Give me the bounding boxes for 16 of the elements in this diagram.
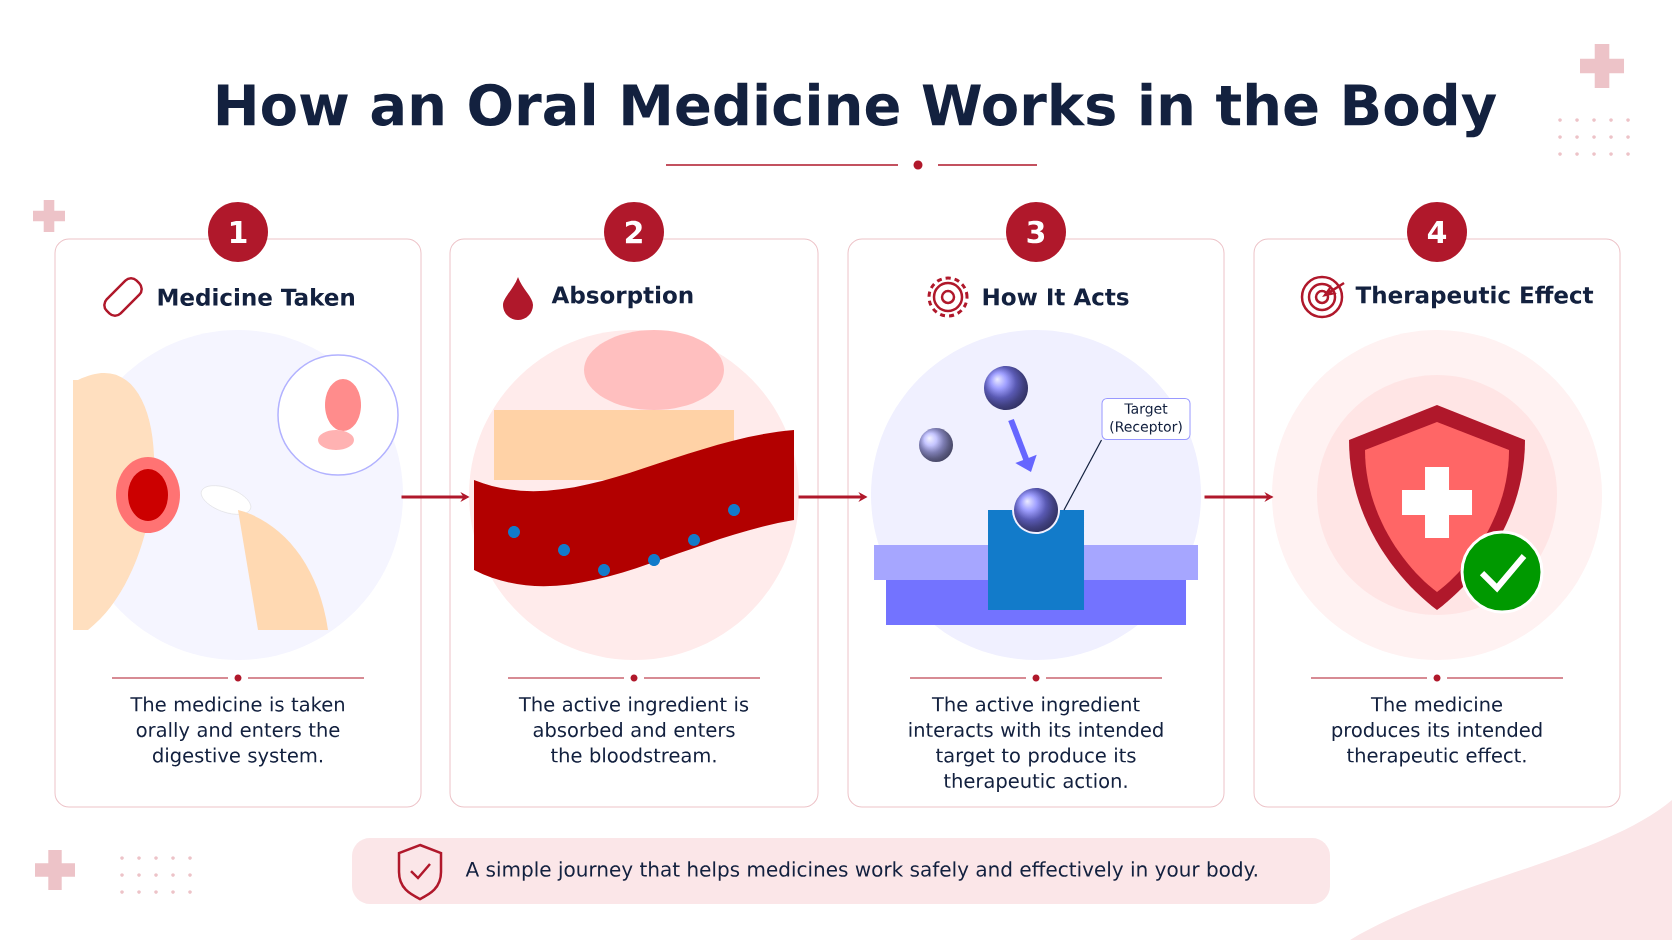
callout-box: Target (Receptor) bbox=[1101, 397, 1191, 441]
number-badge: 2 bbox=[604, 202, 664, 262]
step-description: The active ingredient is absorbed and enters the bloodstream. bbox=[518, 696, 749, 763]
number-badge: 4 bbox=[1407, 202, 1467, 262]
number-badge: 3 bbox=[1006, 202, 1066, 262]
leader-line bbox=[1063, 439, 1103, 511]
step-heading: Therapeutic Effect bbox=[1355, 285, 1594, 309]
title: How an Oral Medicine Works in the Body bbox=[217, 82, 1497, 138]
footer-text: A simple journey that helps medicines work safely and effectively in your body. bbox=[465, 861, 1257, 881]
step-description: The medicine produces its intended therapeutic effect. bbox=[1332, 696, 1542, 767]
step-description: The active ingredient interacts with its intended target to produce its therapeutic action. bbox=[909, 696, 1163, 792]
step-description: The medicine is taken orally and enters the digestive system. bbox=[130, 696, 344, 767]
step-heading: How It Acts bbox=[983, 288, 1129, 306]
step-heading: Medicine Taken bbox=[158, 288, 354, 306]
step-heading: Absorption bbox=[551, 285, 693, 309]
number-badge: 1 bbox=[208, 202, 268, 262]
